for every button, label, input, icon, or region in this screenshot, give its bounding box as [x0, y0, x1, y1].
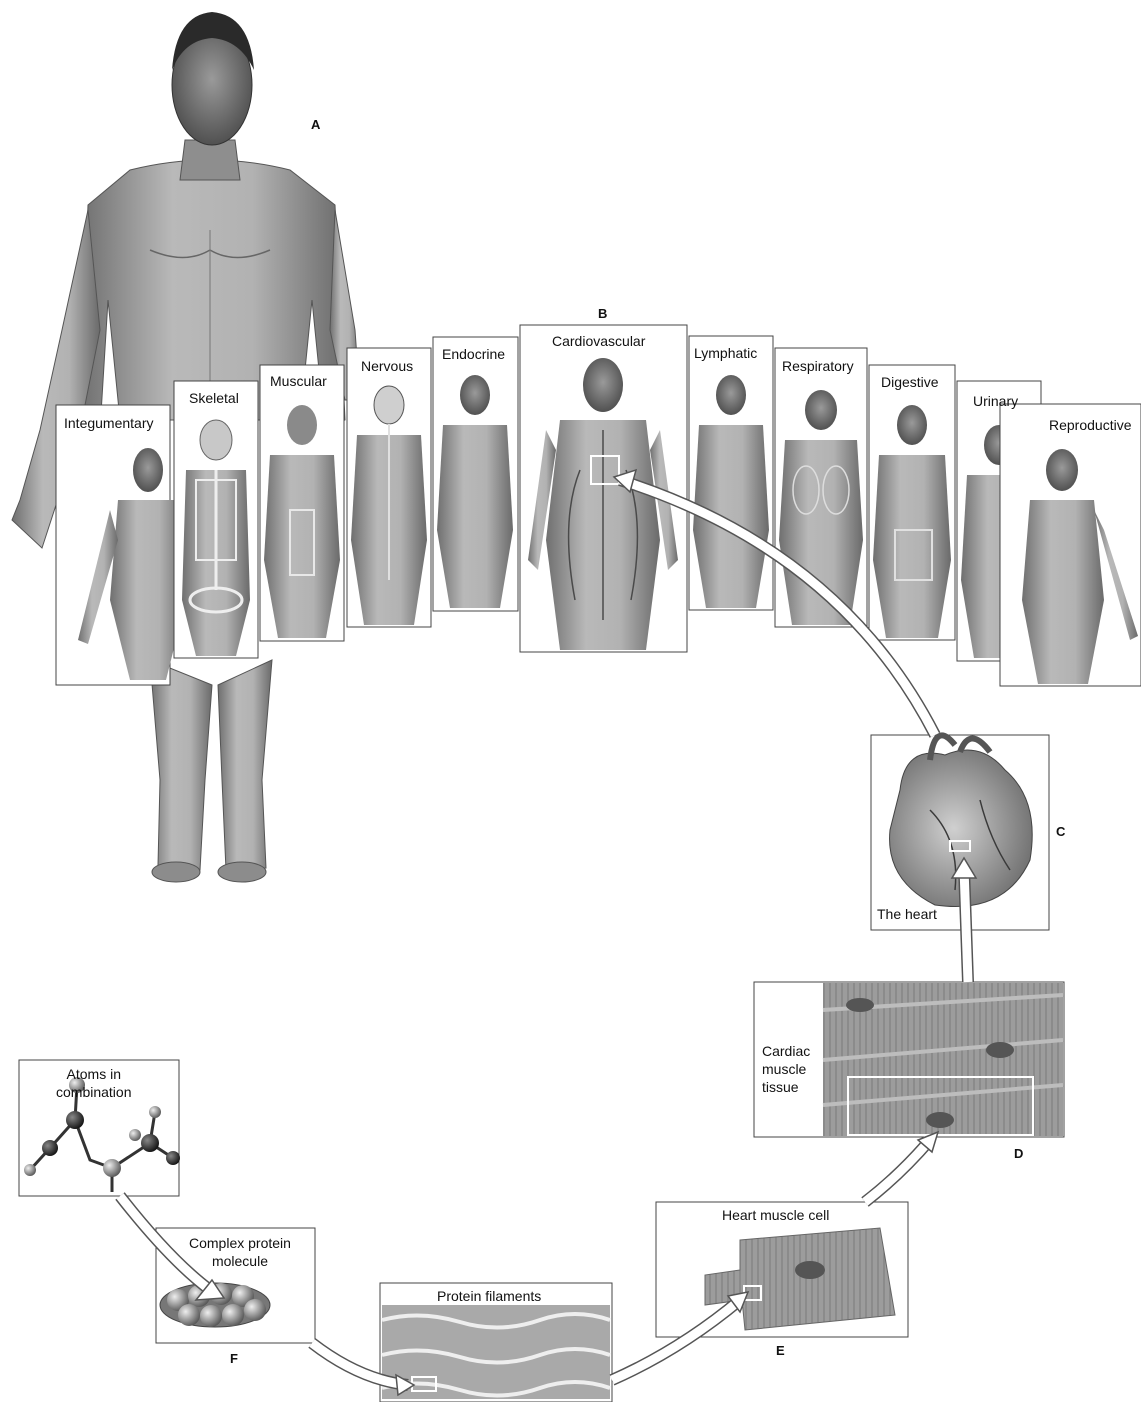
- label-c: C: [1056, 824, 1065, 839]
- protein-label-line: molecule: [189, 1252, 291, 1270]
- system-label-reproductive: Reproductive: [1049, 417, 1132, 433]
- panel-nervous: [347, 348, 431, 627]
- tissue-label-line: Cardiac: [762, 1042, 810, 1060]
- label-f: F: [230, 1351, 238, 1366]
- label-d: D: [1014, 1146, 1023, 1161]
- system-label-digestive: Digestive: [881, 374, 939, 390]
- atoms-label: Atoms in combination: [56, 1065, 132, 1101]
- protein-label: Complex protein molecule: [189, 1234, 291, 1270]
- protein-label-line: Complex protein: [189, 1234, 291, 1252]
- panel-lymphatic: [689, 336, 773, 610]
- panel-endocrine: [433, 337, 518, 611]
- label-b: B: [598, 306, 607, 321]
- tissue-label: Cardiac muscle tissue: [762, 1042, 810, 1096]
- system-label-urinary: Urinary: [973, 393, 1018, 409]
- system-label-integumentary: Integumentary: [64, 415, 154, 431]
- panel-muscular: [260, 365, 344, 641]
- system-label-nervous: Nervous: [361, 358, 413, 374]
- cell-label: Heart muscle cell: [722, 1206, 829, 1224]
- system-label-cardiovascular: Cardiovascular: [552, 333, 645, 349]
- system-label-respiratory: Respiratory: [782, 358, 854, 374]
- panel-digestive: [869, 365, 955, 640]
- tissue-label-line: muscle: [762, 1060, 810, 1078]
- system-label-lymphatic: Lymphatic: [694, 345, 757, 361]
- system-label-muscular: Muscular: [270, 373, 327, 389]
- heart-label: The heart: [877, 905, 937, 923]
- system-label-skeletal: Skeletal: [189, 390, 239, 406]
- atoms-label-line: combination: [56, 1083, 132, 1101]
- system-label-endocrine: Endocrine: [442, 346, 505, 362]
- tissue-label-line: tissue: [762, 1078, 810, 1096]
- panel-skeletal: [174, 381, 258, 658]
- atoms-label-line: Atoms in: [56, 1065, 132, 1083]
- label-e: E: [776, 1343, 785, 1358]
- label-a: A: [311, 117, 320, 132]
- filaments-label: Protein filaments: [437, 1287, 541, 1305]
- panel-integumentary: [56, 405, 186, 685]
- panel-reproductive: [1000, 404, 1141, 686]
